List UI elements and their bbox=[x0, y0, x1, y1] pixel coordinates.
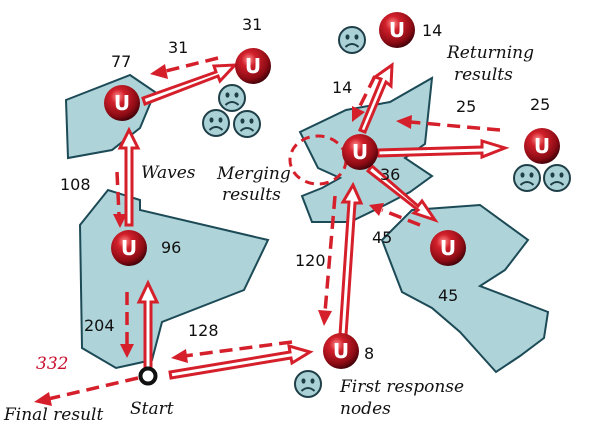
node-label: U bbox=[114, 91, 130, 115]
value-final: 332 bbox=[36, 354, 68, 374]
value-right-leaf: 25 bbox=[530, 95, 550, 114]
value-left-mid: 96 bbox=[161, 238, 181, 257]
arrow-start-to-left-mid bbox=[136, 279, 160, 370]
node-label: U bbox=[245, 54, 261, 78]
return-arrowheads bbox=[34, 64, 412, 406]
sad-face-icon bbox=[294, 370, 322, 398]
captions: Waves Merging results Returning results … bbox=[3, 43, 534, 425]
region-right bbox=[380, 203, 550, 374]
u-node-icon[interactable]: U bbox=[430, 230, 466, 266]
caption-merging-line2: results bbox=[222, 185, 281, 205]
regions bbox=[64, 73, 550, 374]
value-right-link: 25 bbox=[456, 97, 476, 116]
value-bottom-link: 128 bbox=[188, 321, 219, 340]
sad-face-icon bbox=[202, 109, 230, 137]
forward-arrows bbox=[117, 62, 510, 380]
caption-merging-line1: Merging bbox=[216, 164, 291, 184]
caption-waves: Waves bbox=[141, 163, 196, 183]
head-bottom bbox=[171, 349, 188, 363]
head-center-down bbox=[318, 310, 332, 326]
caption-final-result: Final result bbox=[3, 405, 103, 425]
return-arrows bbox=[47, 56, 501, 401]
caption-first-response-line1: First response bbox=[339, 377, 464, 397]
dashed-top-right bbox=[357, 75, 377, 109]
value-left-vertical: 108 bbox=[60, 175, 91, 194]
dashed-left-upper bbox=[115, 171, 121, 216]
arrow-center-to-lower-right bbox=[365, 163, 439, 223]
node-label: U bbox=[534, 134, 550, 158]
value-lower-right-link: 45 bbox=[372, 228, 392, 247]
value-top-right-link: 14 bbox=[332, 78, 352, 97]
u-node-icon[interactable]: U bbox=[323, 333, 359, 369]
region-left bbox=[78, 188, 270, 370]
arrow-center-to-top-right-leaf bbox=[358, 62, 394, 134]
caption-first-response-line2: nodes bbox=[340, 399, 391, 419]
head-right bbox=[396, 115, 412, 129]
value-top-right-leaf: 14 bbox=[422, 21, 442, 40]
node-label: U bbox=[333, 339, 349, 363]
u-node-icon[interactable]: U bbox=[111, 230, 147, 266]
value-labels: 77 31 31 14 14 25 25 36 45 45 108 96 204… bbox=[36, 15, 550, 374]
head-left-bottom bbox=[120, 344, 134, 358]
u-node-icon[interactable]: U bbox=[379, 12, 415, 48]
dashed-final bbox=[47, 376, 139, 401]
dashed-lower-right bbox=[381, 208, 421, 227]
value-first-node: 8 bbox=[364, 344, 374, 363]
caption-returning-line2: results bbox=[454, 65, 513, 85]
node-label: U bbox=[440, 236, 456, 260]
sad-face-icon bbox=[218, 84, 246, 112]
value-top-left-leaf: 31 bbox=[242, 15, 262, 34]
u-node-icon[interactable]: U bbox=[524, 128, 560, 164]
arrow-top-left-to-leaf bbox=[141, 63, 239, 106]
arrow-first-to-center bbox=[338, 181, 364, 337]
value-left-bottom-link: 204 bbox=[84, 316, 115, 335]
caption-returning-line1: Returning bbox=[446, 43, 534, 63]
value-lower-right: 45 bbox=[438, 286, 458, 305]
sad-face-icon bbox=[513, 164, 541, 192]
head-top-right bbox=[352, 106, 365, 122]
head-left-upper bbox=[113, 214, 127, 228]
node-label: U bbox=[352, 140, 368, 164]
u-nodes: U U U U U U U U bbox=[104, 12, 560, 369]
u-node-icon[interactable]: U bbox=[235, 48, 271, 84]
node-label: U bbox=[121, 236, 137, 260]
head-top-left bbox=[150, 64, 168, 79]
node-label: U bbox=[389, 18, 405, 42]
arrow-start-to-first bbox=[168, 343, 314, 380]
sad-face-icon bbox=[233, 110, 261, 138]
head-final bbox=[34, 392, 52, 406]
value-top-left: 77 bbox=[111, 52, 131, 71]
head-lower-right bbox=[369, 203, 384, 216]
dashed-top-left bbox=[161, 56, 219, 74]
value-center: 36 bbox=[380, 165, 400, 184]
u-node-icon[interactable]: U bbox=[342, 134, 378, 170]
caption-start: Start bbox=[130, 399, 174, 419]
sad-face-icon bbox=[338, 26, 366, 54]
arrow-left-mid-to-top-left bbox=[117, 126, 141, 227]
dashed-bottom bbox=[183, 340, 293, 358]
u-node-icon[interactable]: U bbox=[104, 85, 140, 121]
dashed-right bbox=[409, 120, 501, 132]
arrow-center-to-right-leaf bbox=[376, 138, 510, 160]
start-ring-icon bbox=[138, 366, 158, 386]
value-center-vertical: 120 bbox=[295, 251, 326, 270]
sad-face-icon bbox=[543, 164, 571, 192]
value-top-left-link: 31 bbox=[168, 38, 188, 57]
